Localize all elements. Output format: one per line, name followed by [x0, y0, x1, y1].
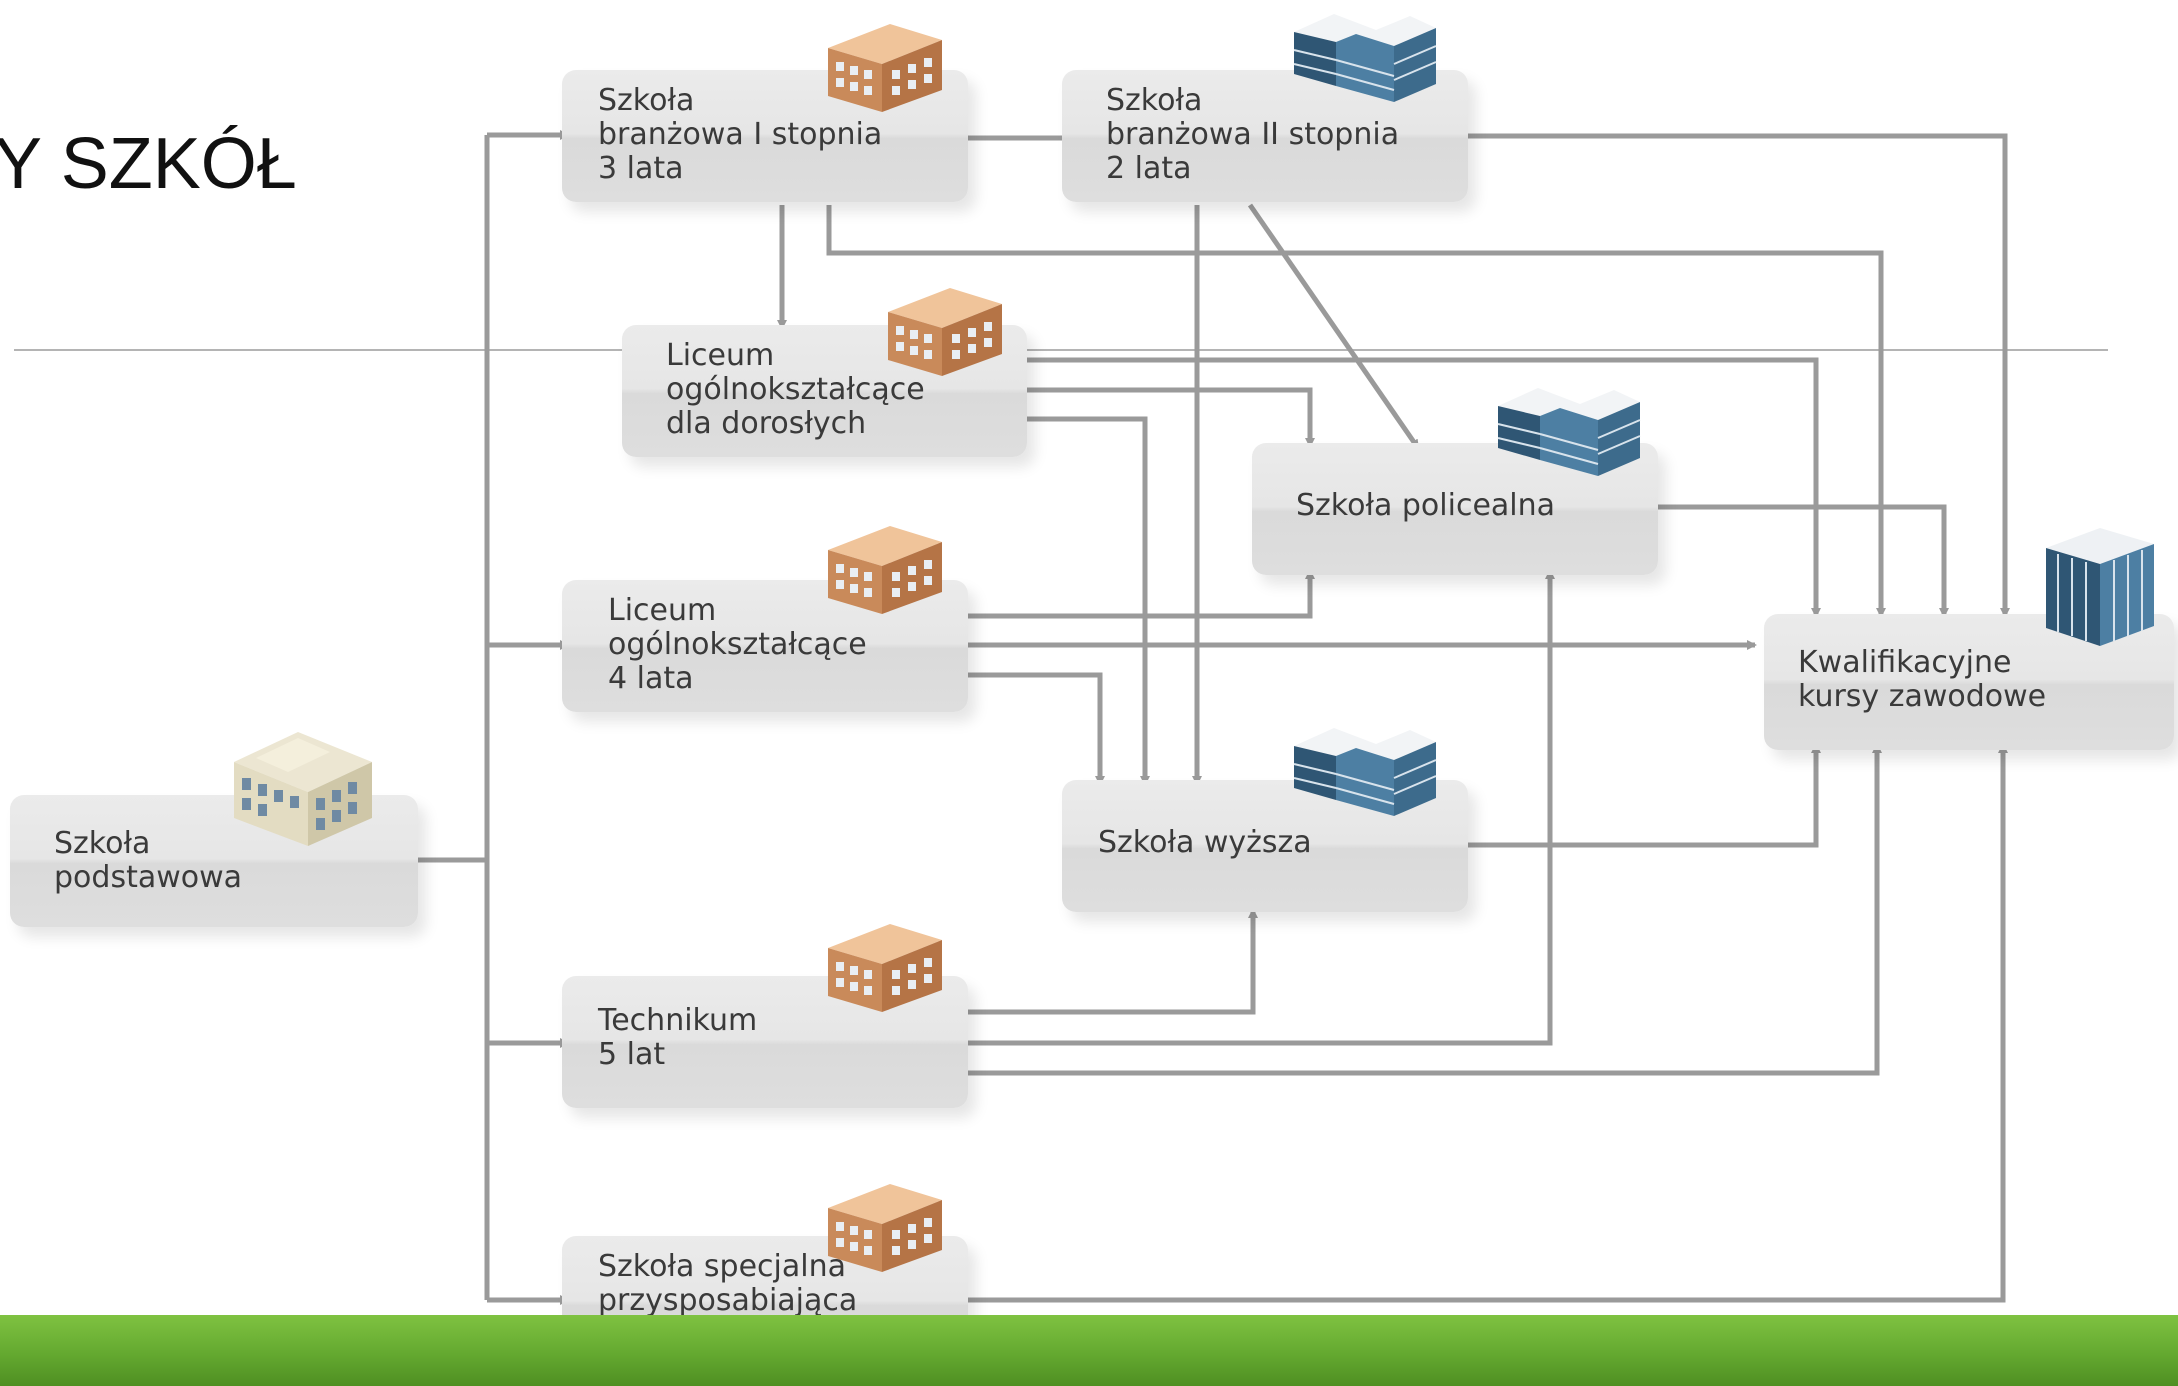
- brick-school-building-icon: [828, 526, 942, 614]
- glass-tower-building-icon: [2046, 528, 2154, 646]
- brick-school-building-icon: [828, 924, 942, 1012]
- glass-office-building-icon: [1293, 14, 1437, 102]
- edge-liceum-dorosli-policealna: [1027, 387, 1315, 448]
- edge-branzowa2-kursy: [1468, 133, 2010, 618]
- edge-branzowa1-kursy: [826, 205, 1886, 618]
- node-label: Szkoła branżowa I stopnia 3 lata: [598, 83, 883, 186]
- node-label: Szkoła policealna: [1296, 488, 1556, 523]
- divider-line: [14, 349, 2108, 351]
- edge-branzowa2-policealna: [1247, 203, 1421, 450]
- node-label: Szkoła branżowa II stopnia 2 lata: [1106, 83, 1400, 186]
- edge-technikum-kursy: [968, 743, 1882, 1076]
- edge-technikum-wyzsza: [968, 908, 1258, 1015]
- edge-liceum-dorosli-wyzsza: [1027, 416, 1150, 786]
- node-label: Kwalifikacyjne kursy zawodowe: [1798, 645, 2047, 714]
- glass-office-building-icon: [1293, 728, 1437, 816]
- node-label: Szkoła wyższa: [1098, 825, 1312, 860]
- brick-school-building-icon: [828, 24, 942, 112]
- page-title: Y SZKÓŁ: [0, 124, 297, 204]
- glass-office-building-icon: [1497, 388, 1641, 476]
- node-label: Liceum ogólnokształcące dla dorosłych: [666, 338, 925, 441]
- edge-policealna-kursy: [1658, 504, 1949, 618]
- edge-liceum-wyzsza: [968, 672, 1105, 786]
- brick-school-building-icon: [828, 1184, 942, 1272]
- edge-liceum-policealna: [968, 569, 1315, 619]
- edge-technikum-policealna: [968, 569, 1555, 1046]
- edge-liceum-dorosli-kursy: [1027, 357, 1821, 618]
- node-label: Technikum 5 lat: [598, 1003, 758, 1072]
- node-label: Liceum ogólnokształcące 4 lata: [608, 593, 867, 696]
- footer-accent-band: [0, 1315, 2178, 1386]
- edge-wyzsza-kursy: [1468, 743, 1821, 848]
- primary-school-building-icon: [234, 732, 372, 846]
- node-label: Szkoła specjalna przysposabiająca do pra…: [598, 1249, 858, 1352]
- edge-specjalna-kursy: [968, 743, 2008, 1303]
- brick-school-building-icon: [888, 288, 1002, 376]
- node-label: Szkoła podstawowa: [54, 826, 243, 895]
